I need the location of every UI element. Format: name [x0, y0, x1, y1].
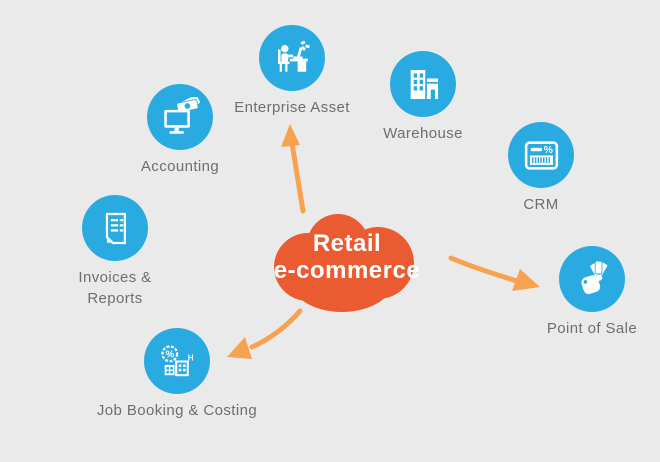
accounting-label: Accounting: [140, 158, 220, 175]
job-booking-costing-label: Job Booking & Costing: [96, 402, 258, 419]
warehouse-label: Warehouse: [383, 125, 463, 142]
person-at-desk-icon: [277, 40, 310, 72]
center-title-line1: Retail: [312, 230, 382, 257]
arrow-to-job-booking-costing: [227, 308, 303, 359]
node-enterprise-asset: Enterprise Asset: [234, 25, 349, 116]
node-point-of-sale: Point of Sale: [547, 246, 637, 337]
invoices-reports-label: Invoices & Reports: [78, 269, 152, 307]
crm-percent-glyph: %: [543, 144, 552, 155]
point-of-sale-circle: [559, 246, 625, 312]
crm-label: CRM: [523, 196, 559, 213]
job-booking-costing-circle: % H: [144, 328, 210, 394]
center-node-retail-ecommerce: Retail e-commerce: [262, 197, 432, 317]
node-warehouse: Warehouse: [383, 51, 462, 142]
warehouse-building-icon: [410, 69, 438, 99]
job-percent-glyph: %: [165, 349, 174, 360]
node-accounting: Accounting: [141, 84, 219, 175]
arrow-to-point-of-sale: [448, 255, 540, 291]
coupon-barcode-icon: %: [524, 140, 558, 170]
crm-circle: %: [508, 122, 574, 188]
invoice-document-icon: [105, 212, 126, 244]
monitor-money-icon: [163, 96, 200, 134]
warehouse-circle: [390, 51, 456, 117]
invoices-reports-circle: [82, 195, 148, 261]
point-of-sale-label: Point of Sale: [546, 320, 638, 337]
center-title: Retail e-commerce: [262, 230, 432, 284]
discount-badge-building-icon: % H: [160, 344, 193, 376]
job-h-glyph: H: [187, 353, 193, 362]
accounting-circle: [147, 84, 213, 150]
node-invoices-reports: Invoices & Reports: [78, 195, 151, 307]
enterprise-asset-circle: [259, 25, 325, 91]
node-crm: % CRM: [508, 122, 574, 213]
center-title-line2: e-commerce: [273, 257, 421, 284]
enterprise-asset-label: Enterprise Asset: [234, 99, 350, 116]
cloud-shape-icon: [274, 214, 414, 312]
node-job-booking-costing: % H Job Booking & Costing: [97, 328, 257, 419]
hand-holding-money-icon: [580, 260, 608, 294]
